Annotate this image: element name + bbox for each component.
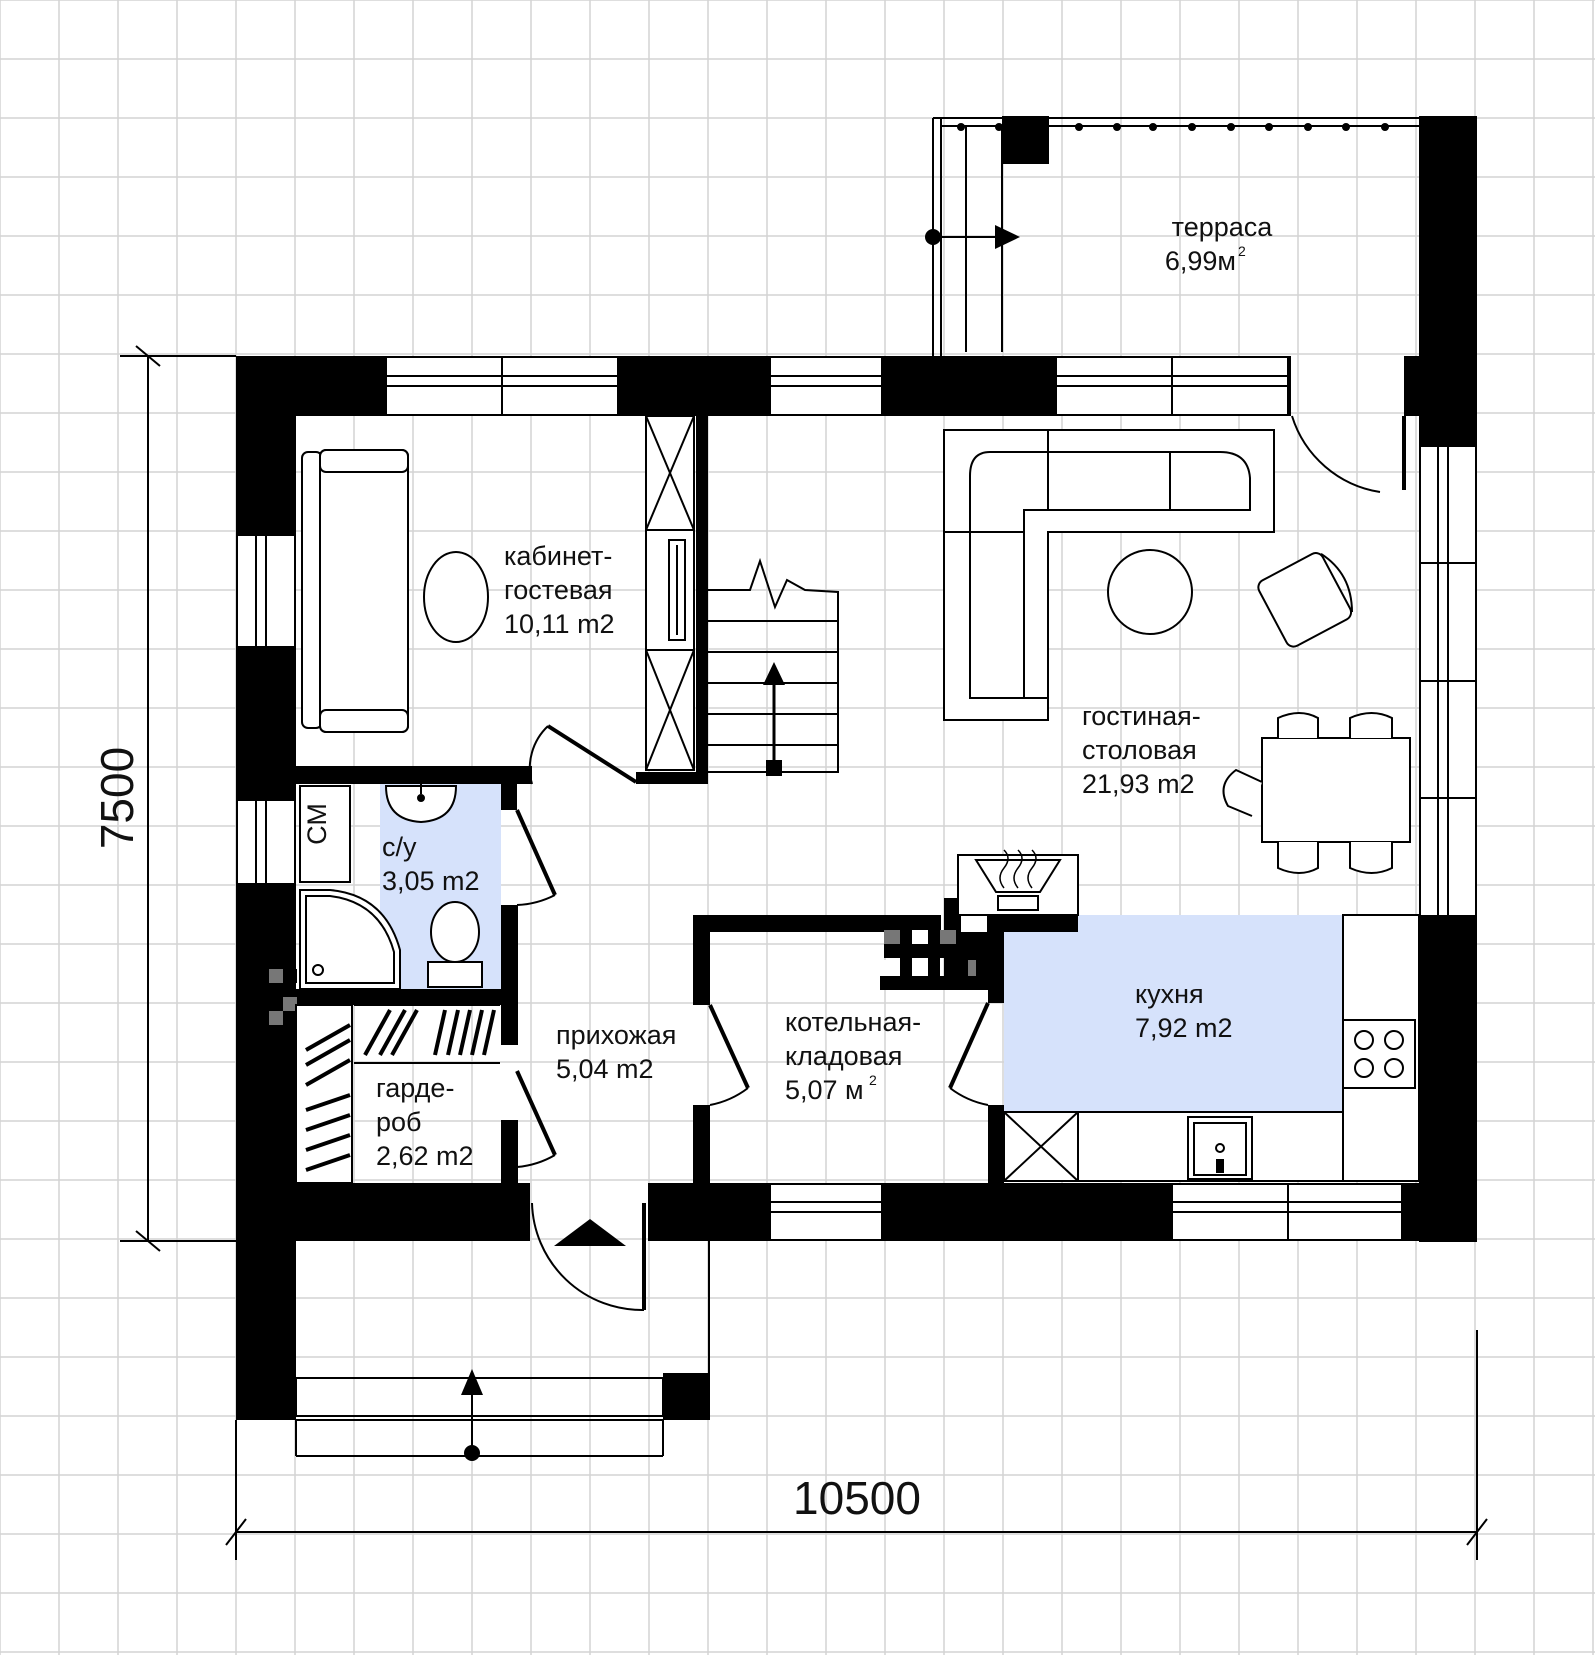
terrace-railing-posts (957, 123, 1389, 131)
fireplace (957, 849, 1079, 916)
room-labels: терраса 6,99м 2 кабинет- гостевая 10,11 … (302, 212, 1273, 1171)
porch (295, 1241, 710, 1461)
label-hallway: прихожая 5,04 m2 (556, 1020, 676, 1084)
living-name-line1: гостиная- (1082, 701, 1201, 731)
staircase (708, 557, 839, 776)
label-wardrobe: гарде- роб 2,62 m2 (376, 1073, 474, 1171)
bathroom-name: с/у (382, 832, 417, 862)
boiler-area: 5,07 м (785, 1075, 864, 1105)
vent-marks (269, 969, 297, 1025)
armchair (1257, 552, 1353, 648)
kitchen-area: 7,92 m2 (1135, 1013, 1233, 1043)
corner-sofa (943, 429, 1275, 721)
furniture (295, 415, 1420, 1184)
dimension-lines (120, 345, 1488, 1560)
kitchen-fill (1004, 915, 1343, 1112)
label-boiler: котельная- кладовая 5,07 м 2 (785, 1007, 921, 1105)
study-wardrobe (645, 415, 695, 771)
terrace (925, 117, 1419, 356)
bathroom-area: 3,05 m2 (382, 866, 480, 896)
study-name-line2: гостевая (504, 575, 613, 605)
hallway-area: 5,04 m2 (556, 1054, 654, 1084)
terrace-area: 6,99м (1165, 246, 1236, 276)
chimney-detail (880, 914, 989, 990)
label-study: кабинет- гостевая 10,11 m2 (504, 541, 615, 639)
study-name-line1: кабинет- (504, 541, 612, 571)
windows (236, 356, 1477, 1241)
label-kitchen: кухня 7,92 m2 (1135, 979, 1233, 1043)
hallway-name: прихожая (556, 1020, 676, 1050)
boiler-name-line1: котельная- (785, 1007, 921, 1037)
kitchen-counters (1003, 914, 1420, 1182)
label-bathroom: с/у 3,05 m2 СМ (302, 803, 480, 896)
washer-label: СМ (302, 803, 332, 845)
wardrobe-area: 2,62 m2 (376, 1141, 474, 1171)
dining-set (1222, 712, 1411, 874)
terrace-area-sup: 2 (1238, 243, 1246, 259)
terrace-name: терраса (1172, 212, 1274, 242)
boiler-area-sup: 2 (869, 1072, 877, 1088)
coffee-table (1107, 549, 1193, 635)
study-sofa (301, 449, 409, 733)
bathroom-fixtures (299, 784, 483, 990)
label-terrace: терраса 6,99м 2 (1165, 212, 1273, 276)
doors (515, 415, 1406, 1312)
boiler-name-line2: кладовая (785, 1041, 902, 1071)
wardrobe-name-line2: роб (376, 1107, 422, 1137)
wardrobe-name-line1: гарде- (376, 1073, 454, 1103)
study-rug (423, 551, 489, 643)
study-area: 10,11 m2 (504, 609, 615, 639)
living-name-line2: столовая (1082, 735, 1197, 765)
living-area: 21,93 m2 (1082, 769, 1195, 799)
kitchen-name: кухня (1135, 979, 1204, 1009)
height-dimension: 7500 (91, 747, 143, 849)
dimension-labels: 10500 7500 (91, 747, 921, 1524)
wardrobe-rails (295, 1004, 500, 1184)
width-dimension: 10500 (793, 1472, 921, 1524)
label-living: гостиная- столовая 21,93 m2 (1082, 701, 1201, 799)
